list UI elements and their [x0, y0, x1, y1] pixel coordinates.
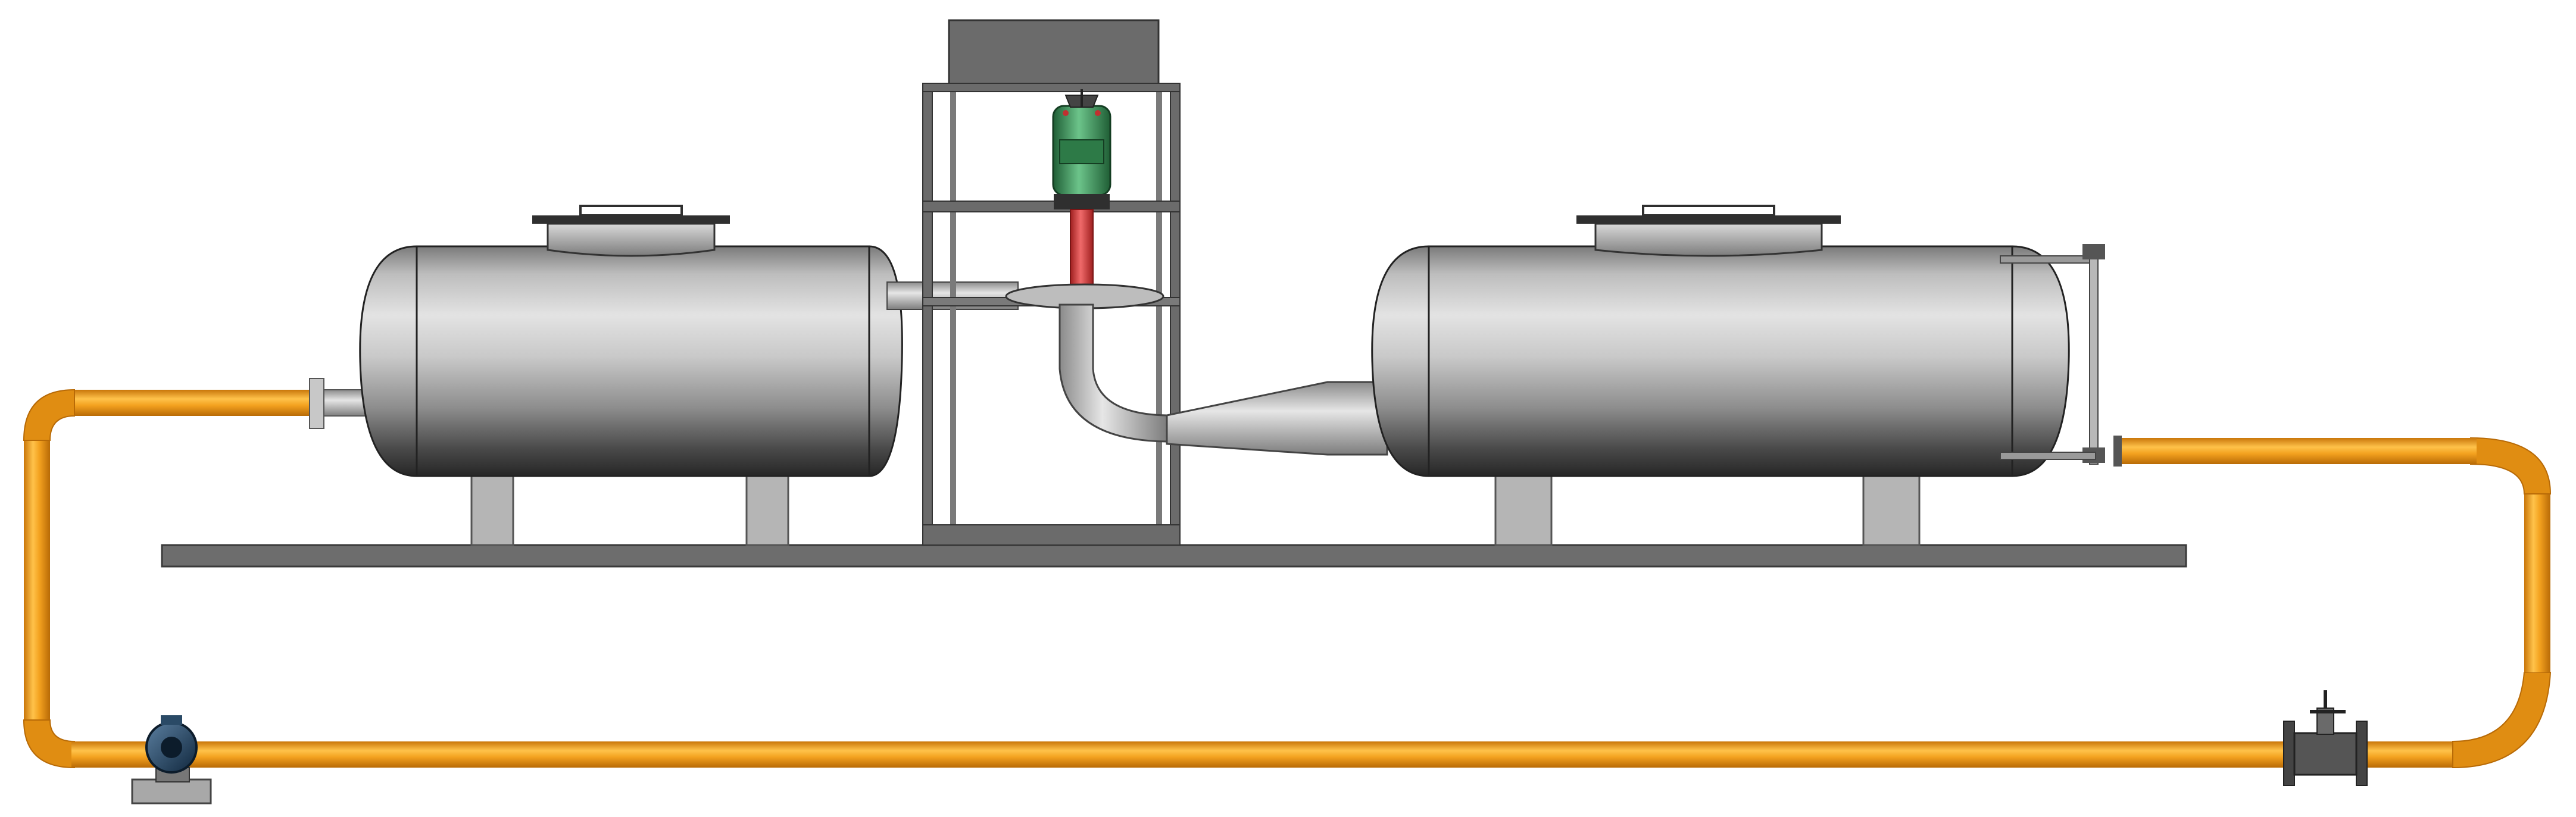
agitator-motor	[1052, 89, 1111, 209]
left-tank-inlet-nozzle	[309, 378, 370, 429]
right-tank	[1371, 205, 2070, 477]
transfer-elbow-pipe	[1005, 283, 1168, 443]
base-skid	[161, 544, 2187, 568]
circulation-loop-pipe	[23, 389, 2552, 769]
left-tank	[359, 205, 903, 477]
circulation-pump	[131, 715, 212, 805]
cone-reducer	[1166, 381, 1388, 456]
level-gauge	[2000, 244, 2122, 467]
ball-valve	[2283, 690, 2368, 786]
agitator-shaft	[1070, 209, 1094, 289]
